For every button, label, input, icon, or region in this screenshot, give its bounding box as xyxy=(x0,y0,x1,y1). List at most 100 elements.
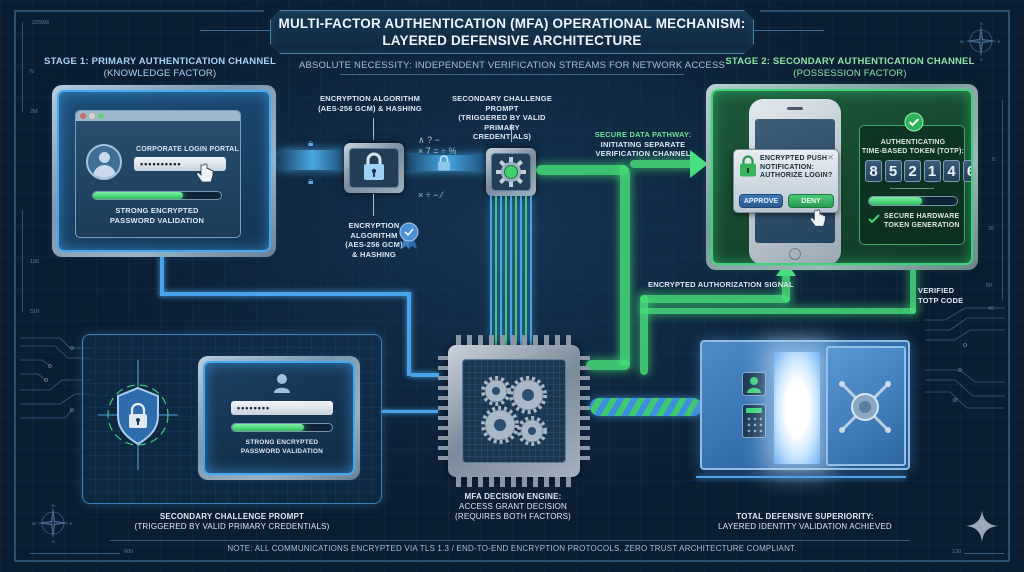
secure-pathway-stream xyxy=(536,165,628,175)
close-icon[interactable]: ✕ xyxy=(827,153,834,162)
vault-line-2: Layered Identity Validation Achieved xyxy=(718,522,892,531)
totp-digit: 5 xyxy=(884,160,902,182)
ruler-label: 510 xyxy=(30,309,40,315)
secure-vault xyxy=(700,340,910,470)
pathway-arrow-head-icon xyxy=(690,150,708,178)
totp-code-display: 852146 xyxy=(865,160,971,182)
mfa-decision-engine-chip xyxy=(448,345,580,477)
frame-bottom xyxy=(14,560,1010,562)
frame-left xyxy=(14,10,16,562)
compass-rose-icon: N S E W xyxy=(32,503,73,544)
pointer-hand-icon xyxy=(196,163,214,183)
strength-line-1: Strong Encrypted xyxy=(115,206,199,215)
footer-note: Note: All communications encrypted via T… xyxy=(227,544,797,553)
stage2-subtitle: (Possession Factor) xyxy=(793,68,907,79)
ruler-label: 0 xyxy=(992,157,996,163)
user-scan-icon xyxy=(747,377,761,393)
login-portal-window: Corporate Login Portal •••••••••• Strong… xyxy=(75,110,241,238)
totp-digit: 4 xyxy=(943,160,960,182)
engine-line-2: Access Grant Decision xyxy=(458,502,568,511)
encryption-bottom-line-3: (AES-256 GCM) xyxy=(345,240,403,249)
challenge-gear-chip xyxy=(486,148,536,196)
compass-e: E xyxy=(70,521,73,526)
window-minimize-dot[interactable] xyxy=(89,113,95,119)
encryption-top-label: Encryption Algorithm (AES-256 GCM) & Has… xyxy=(310,94,430,113)
token-divider xyxy=(890,188,934,189)
title-line-1: Multi-Factor Authentication (MFA) Operat… xyxy=(278,16,746,31)
push-notification-card: Encrypted Push Notification: Authorize L… xyxy=(733,149,839,227)
ruler-label: 600 xyxy=(124,549,134,555)
left-ruler-upper xyxy=(22,22,23,112)
page-subtitle: Absolute Necessity: Independent Verifica… xyxy=(298,60,726,71)
frame-right xyxy=(1008,10,1010,562)
vault-door[interactable] xyxy=(826,346,906,466)
ruler-label: 180 xyxy=(30,259,40,265)
ruler-label: 130 xyxy=(952,549,962,555)
engine-line-3: (Requires Both Factors) xyxy=(454,512,572,521)
secondary-strength-line-2: Password Validation xyxy=(240,447,324,455)
secure-pathway-into-engine xyxy=(586,360,630,370)
approve-button[interactable]: Approve xyxy=(739,194,783,208)
lock-icon xyxy=(740,155,756,177)
pathway-label: Secure Data Pathway: Initiating Separate… xyxy=(578,130,708,159)
engine-label: MFA Decision Engine: Access Grant Decisi… xyxy=(418,492,608,522)
checkmark-icon xyxy=(868,214,880,224)
encryption-bottom-line-1: Encryption xyxy=(348,221,400,230)
window-maximize-dot[interactable] xyxy=(98,113,104,119)
deny-button[interactable]: Deny xyxy=(788,194,834,208)
stage2-title: Stage 2: Secondary Authentication Channe… xyxy=(725,56,975,67)
title-rail-right xyxy=(754,30,824,31)
hardware-line-2: Token Generation xyxy=(884,222,960,229)
bottom-scale-line xyxy=(30,553,120,554)
secondary-strength-bar xyxy=(231,423,333,432)
stage2-panel: Encrypted Push Notification: Authorize L… xyxy=(706,84,978,270)
compass-rose-icon: N S E W xyxy=(960,21,1001,62)
pathway-line-1: Secure Data Pathway: xyxy=(594,130,692,139)
stage1-panel-screen: Corporate Login Portal •••••••••• Strong… xyxy=(57,90,271,252)
encryption-top-line-1: Encryption Algorithm xyxy=(319,94,421,103)
vault-line-1: Total Defensive Superiority: xyxy=(736,512,874,521)
compass-n: N xyxy=(980,21,983,26)
right-ruler xyxy=(1002,100,1003,300)
vault-wheel-icon[interactable] xyxy=(836,378,894,436)
challenge-top-line-2: (Triggered by Valid Primary xyxy=(458,113,546,132)
engine-pins-right xyxy=(580,356,590,466)
stage1-link-to-engine xyxy=(407,292,411,376)
padlock-icon: 🔒︎ xyxy=(308,138,314,149)
window-close-dot[interactable] xyxy=(80,113,86,119)
secondary-login-panel: •••••••• Strong Encrypted Password Valid… xyxy=(198,356,360,480)
token-progress-fill xyxy=(869,197,922,205)
ruler-label: 40 xyxy=(988,306,995,312)
braided-data-cable xyxy=(590,398,702,416)
token-progress-bar xyxy=(868,196,958,206)
cipher-symbols-mid: × 7 = ÷ % xyxy=(418,146,457,156)
hardware-line-1: Secure Hardware xyxy=(884,213,960,220)
authorization-signal-stream xyxy=(640,295,790,303)
totp-digit: 1 xyxy=(923,160,941,182)
challenge-top-line-1: Secondary Challenge Prompt xyxy=(451,94,553,113)
verified-line-2: TOTP Code xyxy=(918,295,964,305)
totp-panel: Authenticating Time-Based Token (TOTP): … xyxy=(859,112,971,245)
compass-w: W xyxy=(32,521,36,526)
frame-top-right xyxy=(760,10,1010,12)
compass-e: E xyxy=(998,39,1001,44)
push-line-1: Encrypted Push xyxy=(760,155,828,162)
secondary-password-input[interactable]: •••••••• xyxy=(231,401,333,415)
encrypted-data-stream xyxy=(276,150,348,170)
page-title: Multi-Factor Authentication (MFA) Operat… xyxy=(270,15,754,49)
user-icon xyxy=(274,374,290,393)
vault-keypad[interactable] xyxy=(742,404,766,438)
encryption-arrow-up xyxy=(373,194,374,216)
ruler-label: 60 xyxy=(986,283,993,289)
stage1-heading: Stage 1: Primary Authentication Channel … xyxy=(40,56,280,80)
auth-signal-label: Encrypted Authorization Signal xyxy=(648,280,794,289)
encryption-bottom-line-2: Algorithm xyxy=(350,230,398,240)
pointer-hand-icon xyxy=(810,209,826,227)
check-circle-icon xyxy=(904,112,924,132)
compass-s: S xyxy=(980,57,983,62)
engine-pins-top xyxy=(456,335,572,345)
stage1-subtitle: (Knowledge Factor) xyxy=(103,68,217,79)
security-shield-icon xyxy=(98,360,178,470)
ruler-label: 2M xyxy=(30,109,38,115)
circuit-traces-left xyxy=(20,337,90,419)
